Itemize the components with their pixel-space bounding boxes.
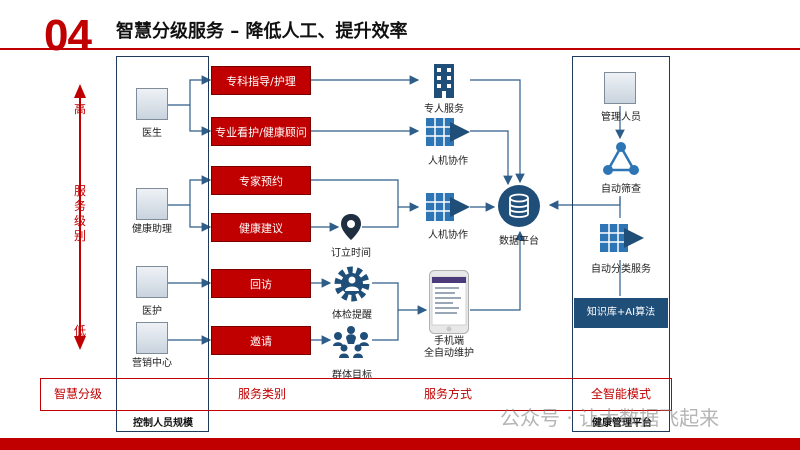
database-icon: [498, 185, 540, 227]
network-icon: [603, 142, 639, 175]
health-assistant-icon: [136, 188, 168, 220]
service-health-advice: 健康建议: [211, 213, 311, 242]
health-platform-frame: [572, 56, 670, 432]
role-nurse: 医护: [142, 306, 162, 317]
gear-people-icon: [334, 266, 370, 302]
service-specialist-guidance: 专科指导/护理: [211, 66, 311, 95]
manager-icon: [604, 72, 636, 104]
service-expert-appointment: 专家预约: [211, 166, 311, 195]
location-pin-icon: [341, 214, 361, 240]
label-checkup-reminder: 体检提醒: [332, 310, 372, 321]
footer-band: [0, 438, 800, 450]
service-invitation: 邀请: [211, 326, 311, 355]
category-full-ai-mode: 全智能模式: [590, 387, 651, 401]
label-data-platform: 数据平台: [499, 236, 539, 247]
category-bar: [40, 378, 672, 411]
role-marketing: 营销中心: [132, 358, 172, 369]
building-icon: [434, 64, 454, 98]
role-health-assistant: 健康助理: [132, 224, 172, 235]
page-title: 智慧分级服务 – 降低人工、提升效率: [116, 21, 408, 42]
doctor-icon: [136, 88, 168, 120]
staff-frame: [116, 56, 209, 432]
knowledge-base-box: 知识库+AI算法: [574, 298, 668, 328]
header-rule: [0, 48, 800, 50]
category-smart-tier: 智慧分级: [53, 387, 102, 401]
staff-frame-caption: 控制人员规模: [133, 418, 193, 429]
group-people-icon: [333, 326, 369, 358]
human-machine-icon-2: [426, 193, 470, 221]
level-low: 低: [73, 324, 86, 338]
label-group-target: 群体目标: [332, 370, 372, 381]
classify-grid-icon: [600, 224, 644, 252]
category-service-type: 服务类别: [237, 387, 286, 401]
label-auto-screening: 自动筛查: [601, 184, 641, 195]
level-label: 服务级别: [73, 184, 86, 243]
level-high: 高: [73, 102, 86, 116]
role-doctor: 医生: [142, 128, 162, 139]
service-care-consultant: 专业看护/健康顾问: [211, 117, 311, 146]
health-platform-caption: 健康管理平台: [592, 418, 652, 429]
label-mobile-maintenance: 手机端 全自动维护: [424, 336, 474, 359]
label-collab-2: 人机协作: [428, 230, 468, 241]
label-dedicated-service: 专人服务: [424, 104, 464, 115]
watermark: 公众号 · 让大数据飞起来: [500, 406, 720, 430]
label-appointment-time: 订立时间: [331, 248, 371, 259]
label-collab-1: 人机协作: [428, 156, 468, 167]
category-service-method: 服务方式: [423, 387, 472, 401]
label-manager: 管理人员: [601, 112, 641, 123]
mobile-phone-icon: [429, 270, 469, 334]
human-machine-icon: [426, 118, 470, 146]
section-number: 04: [44, 11, 92, 60]
marketing-icon: [136, 322, 168, 354]
service-follow-up: 回访: [211, 269, 311, 298]
nurse-icon: [136, 266, 168, 298]
label-auto-classify: 自动分类服务: [591, 264, 651, 275]
